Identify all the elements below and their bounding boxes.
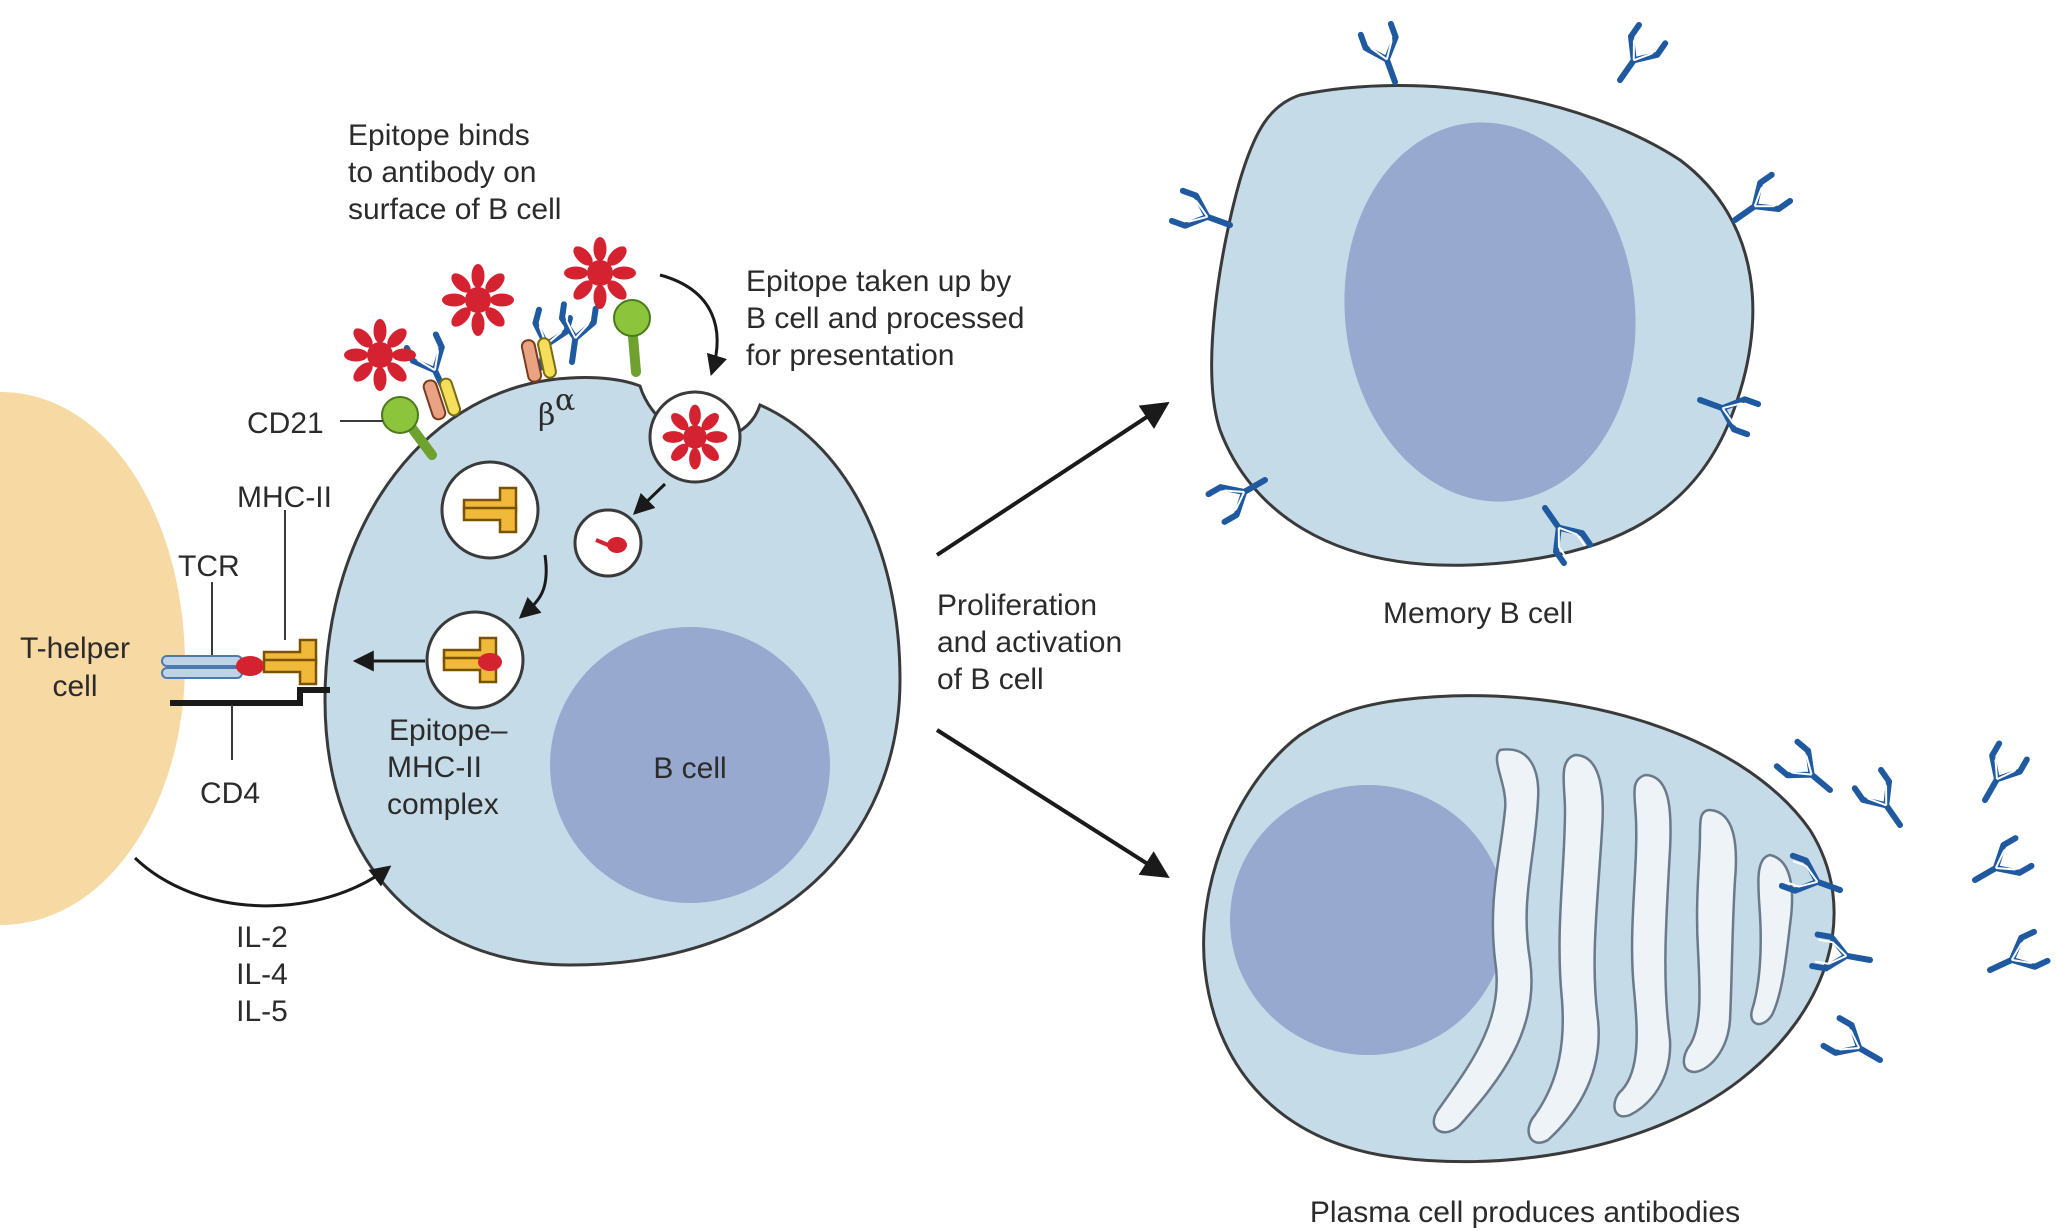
plasma-cell-nucleus xyxy=(1230,785,1506,1055)
label-proliferation-3: of B cell xyxy=(937,663,1044,696)
t-helper-cell xyxy=(0,392,185,925)
label-memory-b-cell: Memory B cell xyxy=(1383,597,1573,630)
label-epitope-binds-1: Epitope binds xyxy=(348,119,530,152)
t-helper-label-line1: T-helper xyxy=(20,632,130,665)
arrow-to-plasma xyxy=(935,728,1170,879)
label-epitope-binds-2: to antibody on xyxy=(348,156,536,189)
arrow-interleukins xyxy=(133,856,392,908)
label-mhc-ii: MHC-II xyxy=(237,481,332,514)
label-alpha: α xyxy=(555,383,575,418)
label-epitope-taken-3: for presentation xyxy=(746,339,954,372)
label-il5: IL-5 xyxy=(236,995,288,1028)
label-epitope-binds-3: surface of B cell xyxy=(348,193,561,226)
b-cell-label: B cell xyxy=(653,752,726,785)
label-il2: IL-2 xyxy=(236,921,288,954)
label-complex-3: complex xyxy=(387,788,499,821)
label-complex-2: MHC-II xyxy=(387,751,482,784)
label-beta: β xyxy=(538,398,555,433)
label-proliferation-1: Proliferation xyxy=(937,589,1097,622)
endoplasmic-reticulum xyxy=(1432,748,1794,1144)
cd21-receptor xyxy=(381,299,651,460)
label-il4: IL-4 xyxy=(236,958,288,991)
label-proliferation-2: and activation xyxy=(937,626,1122,659)
label-cd21: CD21 xyxy=(247,407,324,440)
label-cd4: CD4 xyxy=(200,777,260,810)
arrow-endocytosis xyxy=(659,273,727,377)
tcr-mhc-interface xyxy=(161,638,330,706)
b-cell-nucleus xyxy=(550,627,830,903)
arrow-processing-2 xyxy=(518,554,548,619)
memory-b-cell-nucleus xyxy=(1344,122,1636,502)
arrow-to-memory xyxy=(935,401,1170,557)
arrow-processing-1 xyxy=(632,482,667,515)
t-helper-label-line2: cell xyxy=(52,670,97,703)
label-tcr: TCR xyxy=(178,550,240,583)
label-epitope-taken-1: Epitope taken up by xyxy=(746,265,1011,298)
label-plasma-cell: Plasma cell produces antibodies xyxy=(1310,1196,1740,1229)
label-epitope-taken-2: B cell and processed xyxy=(746,302,1025,335)
beta-alpha-receptor xyxy=(422,337,557,421)
label-complex-1: Epitope– xyxy=(389,714,508,747)
